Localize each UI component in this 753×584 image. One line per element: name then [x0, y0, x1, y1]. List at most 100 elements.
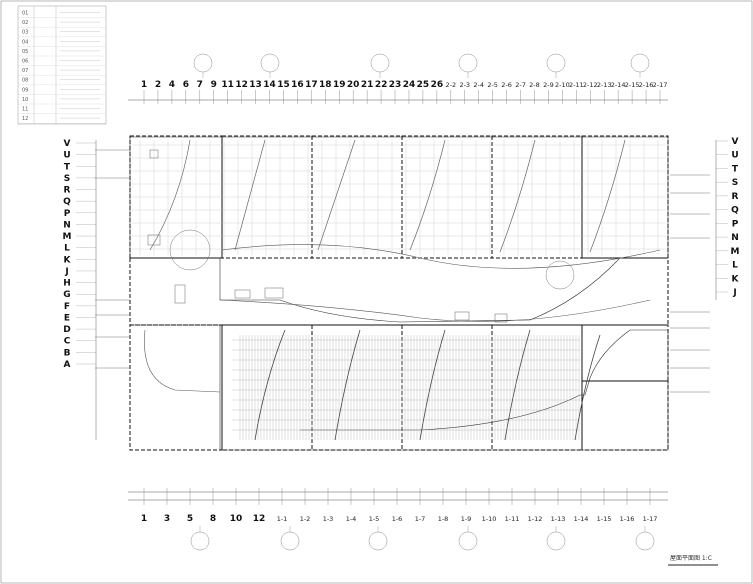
top-axis-label: 25: [417, 80, 430, 90]
left-axis-label: U: [63, 151, 70, 161]
legend-code: 11: [22, 107, 28, 113]
top-axis-label: 2-2: [445, 81, 456, 89]
left-axis-label: J: [64, 267, 68, 277]
right-axis-label: M: [731, 247, 740, 257]
legend-code: 09: [22, 87, 28, 93]
bottom-axis-label: 1-15: [597, 515, 612, 523]
left-axis-label: R: [64, 186, 71, 196]
right-axis-label: T: [732, 164, 739, 174]
section-bubble: [546, 53, 566, 73]
bottom-axis-label: 1-10: [482, 515, 497, 523]
left-axis-label: L: [64, 244, 70, 254]
right-axis-label: U: [731, 151, 738, 161]
top-axis-label: 20: [347, 80, 360, 90]
right-axis-label: N: [731, 233, 739, 243]
left-axis-label: S: [64, 174, 70, 184]
left-axis-label: C: [64, 337, 71, 347]
left-axis-label: N: [63, 220, 71, 230]
bottom-axis-label: 5: [187, 514, 193, 524]
section-bubble: [458, 531, 478, 551]
left-axis-label: M: [63, 232, 72, 242]
right-axis-label: R: [732, 192, 739, 202]
right-axis-label: L: [732, 261, 738, 271]
left-axis-label: E: [64, 313, 70, 323]
top-axis-label: 2-13: [597, 81, 612, 89]
top-axis-label: 2: [155, 80, 161, 90]
legend-code: 03: [22, 30, 28, 36]
top-axis-label: 11: [221, 80, 234, 90]
bottom-axis-label: 1: [141, 514, 147, 524]
bottom-axis-label: 1-11: [505, 515, 520, 523]
top-axis-label: 2-15: [625, 81, 640, 89]
bottom-axis-label: 1-9: [461, 515, 472, 523]
bottom-axis-label: 1-17: [643, 515, 658, 523]
right-axis-label: S: [732, 178, 738, 188]
section-bubble: [260, 53, 280, 73]
section-bubble: [546, 531, 566, 551]
bottom-axis-label: 1-8: [438, 515, 449, 523]
bottom-axis-label: 1-1: [277, 515, 288, 523]
top-axis-label: 2-16: [639, 81, 654, 89]
top-axis-label: 15: [277, 80, 290, 90]
top-axis-label: 2-17: [653, 81, 668, 89]
bottom-axis-label: 3: [164, 514, 170, 524]
annotation-leaders: [95, 149, 710, 393]
section-bubble: [635, 531, 655, 551]
legend-code: 12: [22, 116, 28, 122]
top-axis-label: 19: [333, 80, 346, 90]
legend-code: 02: [22, 20, 28, 26]
right-axis-label: Q: [731, 206, 739, 216]
top-axis-label: 12: [235, 80, 248, 90]
section-bubble: [280, 531, 300, 551]
bottom-axis-label: 1-3: [323, 515, 334, 523]
legend-code: 01: [22, 11, 28, 17]
top-axis-label: 2-11: [569, 81, 584, 89]
left-axis-label: G: [63, 290, 70, 300]
top-axis-label: 2-12: [583, 81, 598, 89]
bottom-axis-label: 1-5: [369, 515, 380, 523]
top-axis-label: 2-9: [543, 81, 554, 89]
bottom-axis-bubbles: [190, 526, 655, 551]
bottom-axis-label: 1-4: [346, 515, 357, 523]
top-axis-label: 4: [169, 80, 175, 90]
section-bubble: [368, 531, 388, 551]
top-axis-label: 23: [389, 80, 402, 90]
bottom-axis-label: 12: [253, 514, 266, 524]
left-axis-label: P: [64, 209, 71, 219]
top-axis-label: 18: [319, 80, 332, 90]
top-axis-label: 9: [211, 80, 217, 90]
top-axis-label: 2-7: [515, 81, 526, 89]
section-bubble: [190, 531, 210, 551]
top-axis-label: 26: [431, 80, 444, 90]
legend-code: 10: [22, 97, 28, 103]
left-axis-label: V: [64, 139, 71, 149]
top-axis-label: 22: [375, 80, 388, 90]
left-axis-label: B: [64, 348, 71, 358]
legend-code: 06: [22, 59, 28, 65]
bottom-axis-label: 1-13: [551, 515, 566, 523]
top-axis-label: 2-14: [611, 81, 626, 89]
left-axis-label: A: [64, 360, 71, 370]
top-axis-label: 6: [183, 80, 189, 90]
left-axis-label: H: [63, 279, 71, 289]
top-axis-label: 2-3: [459, 81, 470, 89]
bottom-axis-label: 1-14: [574, 515, 589, 523]
left-axis-label: F: [64, 302, 70, 312]
top-axis-label: 13: [249, 80, 262, 90]
top-axis-label: 2-10: [555, 81, 570, 89]
legend-code: 08: [22, 78, 28, 84]
top-axis-label: 2-6: [501, 81, 512, 89]
left-axis-label: T: [64, 162, 71, 172]
legend-code: 07: [22, 68, 28, 74]
top-axis-label: 7: [197, 80, 203, 90]
bottom-axis-label: 1-12: [528, 515, 543, 523]
bottom-axis-label: 1-6: [392, 515, 403, 523]
right-axis-label: V: [732, 137, 739, 147]
top-dimension-line: [128, 90, 668, 104]
